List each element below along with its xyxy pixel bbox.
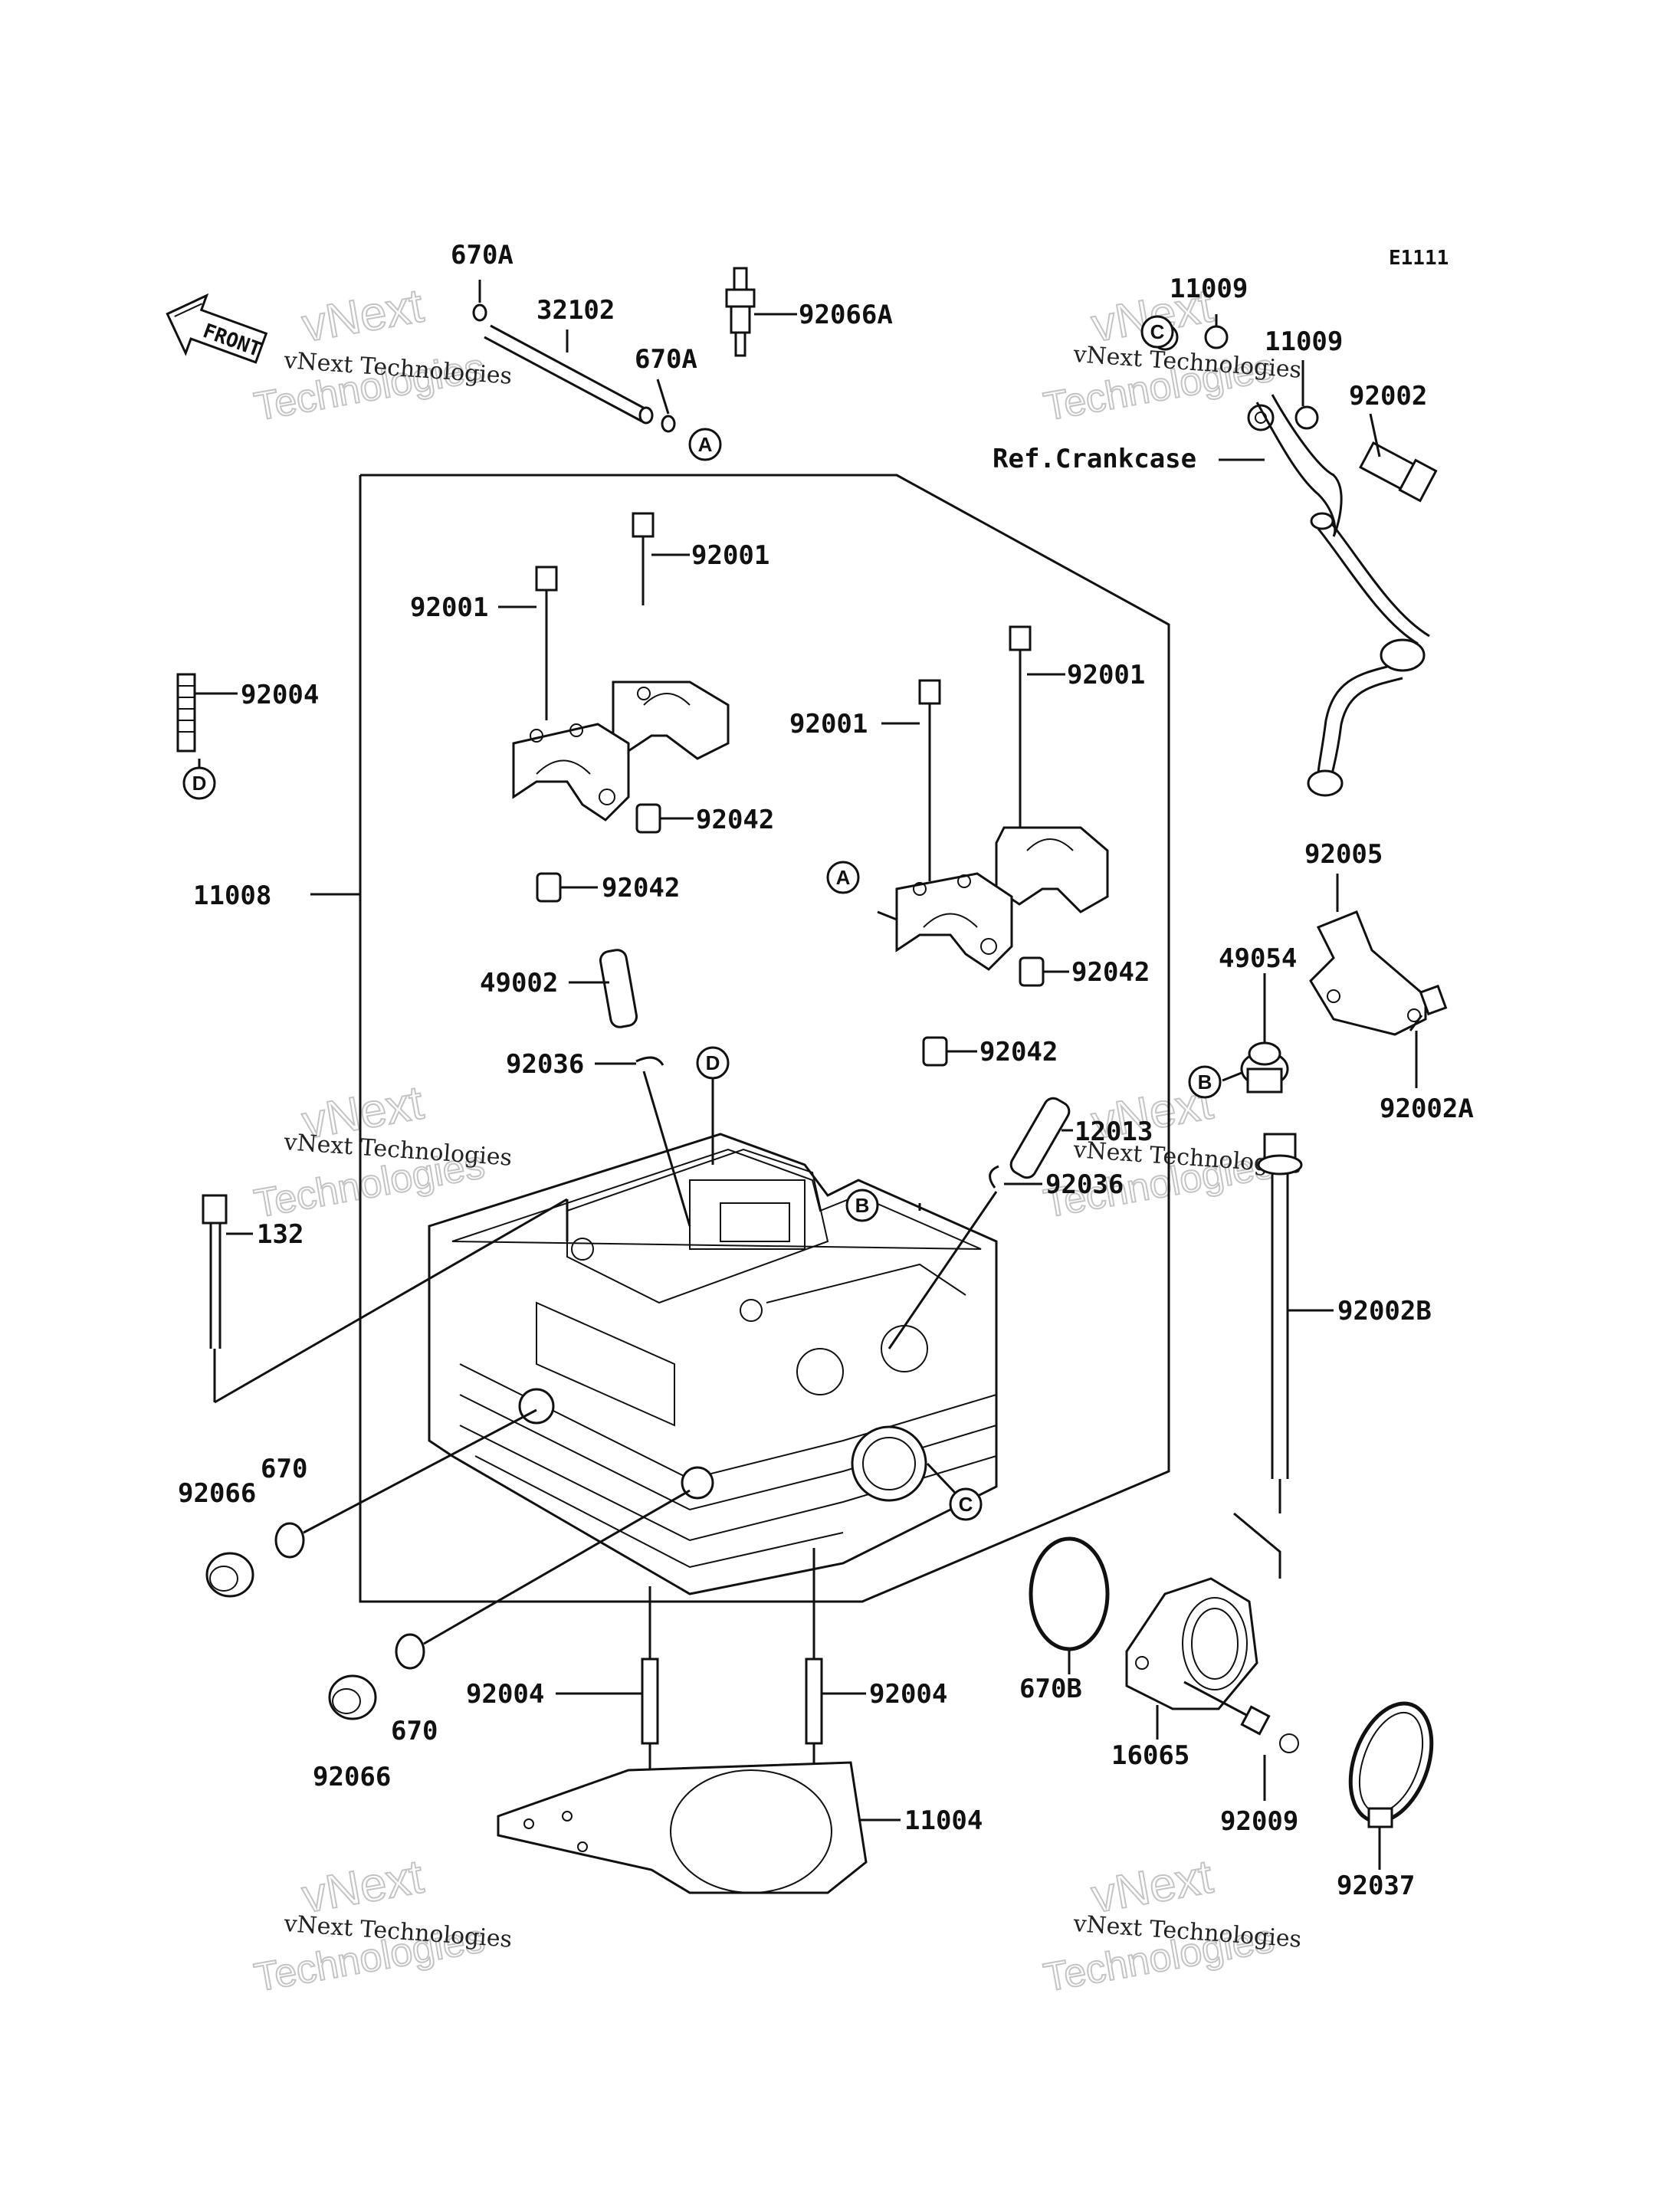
label-92001: 92001 xyxy=(1067,660,1145,690)
label-132: 132 xyxy=(257,1219,304,1250)
callout-A: A xyxy=(698,433,713,456)
bolt-132-guide xyxy=(214,1198,568,1404)
guide-49002 xyxy=(599,949,638,1028)
watermark-tl: vNext Technologies xyxy=(251,278,489,430)
dowels-92042-left xyxy=(536,803,661,903)
cam-cap-right-front xyxy=(895,872,1013,971)
thermostat-49054 xyxy=(1240,1041,1289,1094)
clamp-92037 xyxy=(1348,1701,1434,1828)
water-outlet-92005 xyxy=(1309,910,1427,1036)
label-92001: 92001 xyxy=(789,709,868,739)
label-92066: 92066 xyxy=(178,1478,256,1509)
label-49054: 49054 xyxy=(1219,943,1297,974)
head-gasket-11004 xyxy=(497,1761,868,1894)
clip-92036-left xyxy=(635,1056,664,1066)
callout-C: C xyxy=(959,1493,973,1516)
clip-92036-right xyxy=(989,1165,999,1189)
callout-A: A xyxy=(836,866,851,889)
plug-92066-a xyxy=(205,1552,254,1598)
callout-B: B xyxy=(1198,1071,1212,1094)
label-670B: 670B xyxy=(1019,1674,1082,1704)
label-92037: 92037 xyxy=(1337,1871,1415,1901)
label-92002: 92002 xyxy=(1349,381,1427,412)
label-49002: 49002 xyxy=(480,968,558,998)
label-12013: 12013 xyxy=(1075,1117,1153,1147)
label-11009: 11009 xyxy=(1170,274,1248,304)
label-92005: 92005 xyxy=(1304,839,1383,870)
label-92042: 92042 xyxy=(696,805,774,835)
bolt-132 xyxy=(202,1194,228,1402)
label-11004: 11004 xyxy=(904,1805,983,1836)
cam-cap-left-rear xyxy=(612,680,730,760)
label-92066: 92066 xyxy=(313,1762,391,1792)
label-670A: 670A xyxy=(635,344,697,375)
plug-92066-b xyxy=(328,1674,377,1720)
stud-92004-top xyxy=(176,673,196,753)
label-92004: 92004 xyxy=(241,680,319,710)
watermark-vnext: vNext xyxy=(298,279,427,352)
bolt-92009 xyxy=(1183,1681,1299,1753)
studs-92004-bottom xyxy=(641,1548,823,1778)
group-frame xyxy=(359,474,1170,1603)
guide-12013 xyxy=(1009,1097,1071,1179)
label-11008: 11008 xyxy=(193,880,271,911)
label-92004: 92004 xyxy=(466,1679,544,1710)
label-92002A: 92002A xyxy=(1380,1094,1474,1124)
bolt-92002B-guide xyxy=(1233,1512,1281,1579)
label-32102: 32102 xyxy=(536,295,615,326)
label-16065: 16065 xyxy=(1111,1740,1189,1771)
oil-pipe-32102 xyxy=(472,303,676,433)
label-92036: 92036 xyxy=(1045,1169,1124,1200)
bolt-92002B xyxy=(1257,1133,1303,1513)
callout-D: D xyxy=(192,772,207,795)
label-92042: 92042 xyxy=(1071,957,1150,988)
label-92066A: 92066A xyxy=(799,300,893,330)
label-670A: 670A xyxy=(451,240,514,271)
dowels-92042-right xyxy=(922,956,1045,1067)
o-ring-670B xyxy=(1029,1536,1110,1651)
leader-lines xyxy=(195,280,1418,1870)
callouts: A D A D B C B C xyxy=(182,315,1222,1521)
ref-crankcase-note: Ref.Crankcase xyxy=(993,444,1196,474)
part-labels: 670A 32102 92066A 670A 11009 11009 92002… xyxy=(178,240,1474,1901)
callout-B: B xyxy=(855,1194,870,1217)
bolt-92002A xyxy=(1409,984,1448,1031)
label-92001: 92001 xyxy=(691,540,769,571)
label-670: 670 xyxy=(261,1454,307,1484)
label-92036: 92036 xyxy=(506,1049,584,1080)
label-92002B: 92002B xyxy=(1337,1296,1432,1326)
bolts-92001-left xyxy=(535,512,655,720)
cam-cap-right-rear xyxy=(995,826,1109,913)
temp-sensor-92066A xyxy=(725,267,797,357)
holder-16065 xyxy=(1125,1577,1258,1710)
cam-cap-left-front xyxy=(512,723,630,821)
label-670: 670 xyxy=(391,1716,438,1746)
label-92004: 92004 xyxy=(869,1679,947,1710)
label-92009: 92009 xyxy=(1220,1806,1298,1837)
label-92001: 92001 xyxy=(410,592,488,623)
callout-C: C xyxy=(1150,320,1165,343)
label-92042: 92042 xyxy=(979,1037,1058,1067)
diagram-code: E1111 xyxy=(1389,247,1449,270)
callout-D: D xyxy=(706,1051,720,1074)
label-11009: 11009 xyxy=(1265,326,1343,357)
o-ring-670-a xyxy=(274,1522,305,1559)
label-92042: 92042 xyxy=(602,873,680,903)
front-arrow-icon: FRONT xyxy=(166,293,268,364)
bolts-92001-right xyxy=(918,625,1032,881)
o-ring-670-b xyxy=(395,1633,425,1670)
cylinder-head-11008 xyxy=(428,1133,998,1595)
